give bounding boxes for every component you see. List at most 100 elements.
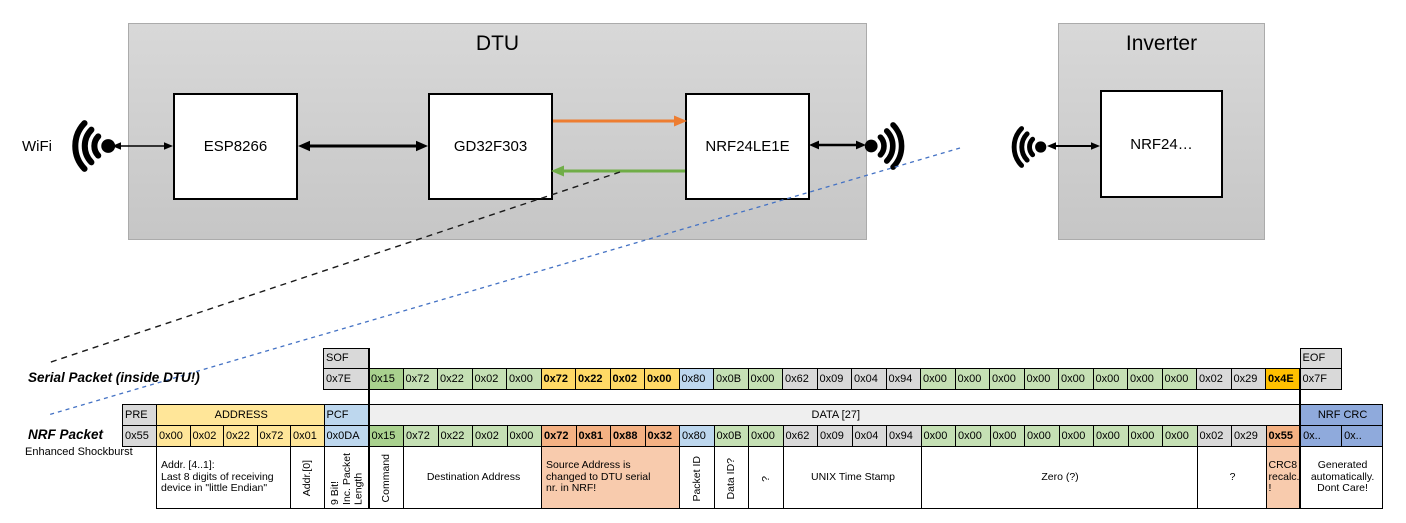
byte-cell: 0x00 [156,425,191,447]
byte-cell: 0x04 [851,368,887,390]
byte-cell: 0x32 [644,425,681,447]
byte-cell: 0x00 [989,425,1026,447]
byte-cell: 0x04 [851,425,888,447]
byte-cell: 0x88 [610,425,646,447]
byte-cell: 0x29 [1230,368,1266,390]
byte-cell: 0x00 [506,368,542,390]
annotation-cell: Destination Address [403,446,543,509]
byte-cell: 0x15 [368,425,405,447]
dtu-title: DTU [475,32,520,55]
byte-cell: 0x00 [644,368,680,390]
annotation-cell: ? [1196,446,1267,509]
data-end-divider [1299,368,1301,508]
nrf-packet-label: NRF Packet [28,427,104,442]
byte-cell: 0x94 [886,425,922,447]
byte-cell: 0x02 [1196,425,1233,447]
byte-cell: 0x09 [817,425,853,447]
inverter-title: Inverter [1125,32,1198,55]
byte-cell: 0x00 [989,368,1025,390]
byte-cell: 0x22 [437,425,474,447]
annotation-cell: Source Address is changed to DTU serial … [541,446,681,509]
byte-cell: 0x00 [1161,368,1197,390]
byte-cell: 0x00 [748,425,784,447]
byte-cell: 0x55 [1265,425,1302,447]
byte-cell: 0x55 [122,425,157,447]
byte-cell: 0x00 [920,425,957,447]
byte-cell: 0x.. [1300,425,1343,447]
byte-cell: 0x15 [368,368,404,390]
annotation-cell: Command [368,446,405,509]
byte-cell: 0x02 [189,425,224,447]
serial-packet-label: Serial Packet (inside DTU!) [28,370,200,385]
byte-cell: 0x72 [402,368,438,390]
annotation-cell: CRC8 recalc. ! [1265,446,1302,509]
wifi-icon-nrf [864,116,912,181]
byte-cell: 0x00 [1058,368,1094,390]
esp8266-box: ESP8266 [173,93,298,200]
byte-cell: 0x22 [437,368,473,390]
byte-cell: 0x72 [403,425,439,447]
wifi-icon [64,111,116,186]
field-header-cell: ADDRESS [156,404,325,426]
byte-cell: 0x02 [472,425,508,447]
byte-cell: 0x02 [1196,368,1232,390]
byte-cell: 0x00 [1024,425,1060,447]
byte-cell: 0x72 [540,368,576,390]
byte-cell: 0x00 [1092,368,1128,390]
nrf-packet-sublabel: Enhanced Shockburst [25,446,133,458]
byte-cell: 0x80 [679,425,715,447]
byte-cell: 0x.. [1341,425,1384,447]
byte-cell: 0x00 [747,368,783,390]
byte-cell: 0x7E [323,368,369,390]
wifi-icon-inverter [1005,121,1047,178]
byte-cell: 0x00 [1162,425,1198,447]
byte-cell: 0x01 [290,425,325,447]
annotation-cell: Addr.[0] [290,446,325,509]
annotation-cell: Addr. [4..1]: Last 8 digits of receiving… [156,446,291,509]
frame-header-cell: EOF [1299,348,1342,369]
inverter-nrf24-label: NRF24… [1130,135,1193,153]
byte-cell: 0x02 [471,368,507,390]
esp8266-label: ESP8266 [203,138,268,155]
byte-cell: 0x00 [1023,368,1059,390]
byte-cell: 0x09 [816,368,852,390]
byte-cell: 0x4E [1265,368,1301,390]
byte-cell: 0x0DA [323,425,370,447]
field-header-cell: PCF [323,404,370,426]
byte-cell: 0x62 [782,368,818,390]
byte-cell: 0x0B [713,425,750,447]
byte-cell: 0x00 [954,368,990,390]
inverter-groupbox: Inverter [1058,23,1265,240]
gd32f303-box: GD32F303 [428,93,553,200]
gd32f303-label: GD32F303 [453,138,528,155]
byte-cell: 0x72 [541,425,577,447]
annotation-cell: ? [748,446,784,509]
byte-cell: 0x00 [920,368,956,390]
byte-cell: 0x72 [256,425,291,447]
annotation-cell: UNIX Time Stamp [782,446,922,509]
byte-cell: 0x00 [1058,425,1095,447]
spacer-cell [369,349,1301,369]
nrf24le1e-label: NRF24LE1E [705,138,790,155]
field-header-cell: DATA [27] [368,404,1302,426]
annotation-cell: Generated automatically. Dont Care! [1300,446,1384,509]
byte-cell: 0x00 [506,425,543,447]
byte-cell: 0x62 [782,425,819,447]
byte-cell: 0x00 [1093,425,1129,447]
annotation-cell: Packet ID [679,446,715,509]
byte-cell: 0x22 [223,425,258,447]
annotation-cell: 9 Bit! Inc. Packet Length [323,446,370,509]
byte-cell: 0x94 [885,368,921,390]
byte-cell: 0x80 [678,368,714,390]
inverter-nrf24-box: NRF24… [1100,90,1223,198]
annotation-cell: Data ID? [713,446,750,509]
wifi-label: WiFi [22,138,52,155]
spacer-cell [123,447,157,509]
byte-cell: 0x0B [713,368,749,390]
field-header-cell: NRF CRC [1300,404,1384,426]
byte-cell: 0x00 [1127,368,1163,390]
byte-cell: 0x00 [955,425,991,447]
